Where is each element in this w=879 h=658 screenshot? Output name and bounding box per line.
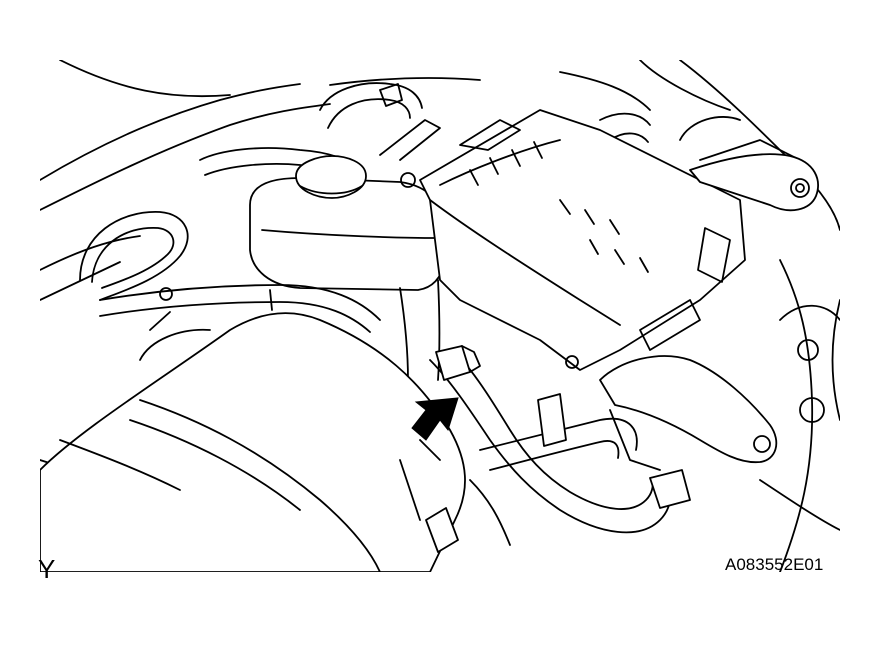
view-label: Y [38, 554, 56, 584]
bracket-arm [599, 299, 778, 471]
loop-pipe [79, 211, 189, 301]
wire-bundle-left [99, 284, 381, 361]
bracket-upper-right [689, 153, 819, 212]
reservoir-cap [295, 155, 367, 199]
lower-connector [425, 507, 459, 553]
bolt-icon [790, 178, 810, 198]
battery-box [40, 312, 466, 572]
hose-clamp [435, 345, 471, 381]
engine-cover [379, 109, 801, 371]
coolant-reservoir [249, 155, 446, 431]
bent-pipe [469, 393, 638, 546]
arrow-icon [411, 397, 459, 441]
figure-id: A083552E01 [725, 555, 824, 574]
hose-clamp-lower [649, 469, 691, 509]
right-components [779, 304, 840, 423]
hose [429, 345, 691, 534]
